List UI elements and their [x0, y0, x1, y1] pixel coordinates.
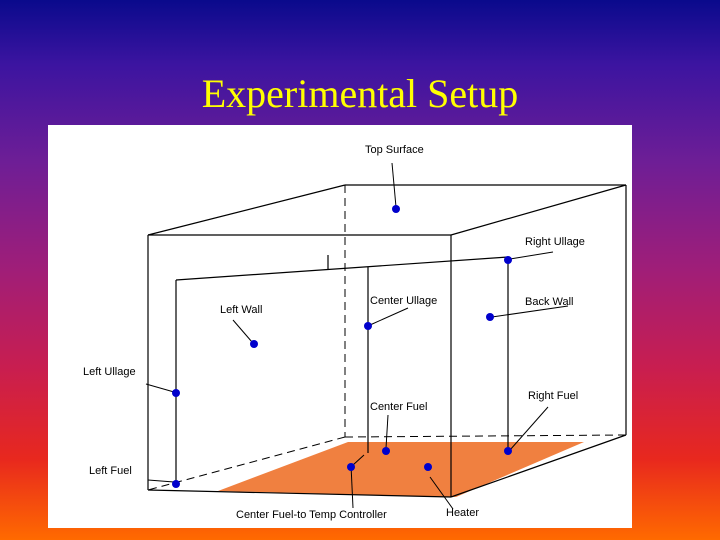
sensor-frame: [175, 255, 509, 485]
sensor-center-ullage: [364, 322, 372, 330]
sensor-controller: [347, 463, 355, 471]
heater-plate: [218, 442, 584, 497]
label-right-ullage: Right Ullage: [525, 236, 585, 248]
sensor-top-surface: [392, 205, 400, 213]
sensor-right-fuel: [504, 447, 512, 455]
leader-lines: [145, 162, 569, 510]
label-heater: Heater: [446, 507, 479, 519]
label-center-fuel-controller: Center Fuel-to Temp Controller: [236, 509, 387, 521]
label-center-fuel: Center Fuel: [370, 401, 427, 413]
sensor-left-fuel: [172, 480, 180, 488]
sensor-left-ullage: [172, 389, 180, 397]
label-left-wall: Left Wall: [220, 304, 262, 316]
sensor-left-wall: [250, 340, 258, 348]
slide-title: Experimental Setup: [201, 71, 519, 116]
sensor-right-ullage: [504, 256, 512, 264]
box-hidden-edges: [147, 185, 627, 491]
diagram-panel: Top Surface Right Ullage Left Wall Cente…: [48, 125, 632, 528]
label-right-fuel: Right Fuel: [528, 390, 578, 402]
label-left-fuel: Left Fuel: [89, 465, 132, 477]
label-back-wall: Back Wall: [525, 296, 574, 308]
label-top-surface: Top Surface: [365, 144, 424, 156]
sensor-back-wall: [486, 313, 494, 321]
box-outline: [147, 184, 627, 498]
label-left-ullage: Left Ullage: [83, 366, 136, 378]
label-center-ullage: Center Ullage: [370, 295, 437, 307]
sensor-center-fuel: [382, 447, 390, 455]
setup-diagram: Top Surface Right Ullage Left Wall Cente…: [83, 144, 627, 521]
sensor-heater: [424, 463, 432, 471]
